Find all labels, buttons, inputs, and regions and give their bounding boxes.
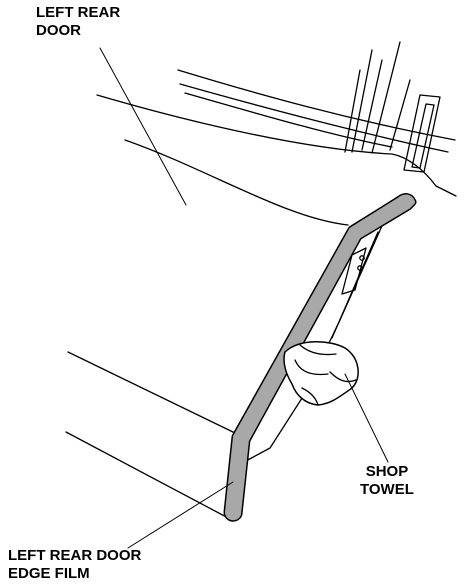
leader-door [99,47,187,206]
label-shop-towel-line1: SHOP [365,463,409,480]
label-shop-towel-line2: TOWEL [360,481,414,498]
label-left-rear-door-line1: LEFT REAR [36,4,121,21]
label-edge-film-line1: LEFT REAR DOOR [8,547,142,564]
leader-towel [344,373,389,463]
label-edge-film: LEFT REAR DOOR EDGE FILM [8,547,141,583]
label-left-rear-door-line2: DOOR [36,22,81,39]
leader-lines [99,47,389,549]
shop-towel [283,341,359,406]
door-edge [243,207,391,463]
leader-film [127,481,234,549]
door-pillar [344,41,441,173]
label-left-rear-door: LEFT REAR DOOR [36,4,120,40]
label-edge-film-line2: EDGE FILM [8,565,90,582]
edge-film [223,193,417,522]
window-frame [96,69,457,197]
label-shop-towel: SHOP TOWEL [360,463,414,499]
